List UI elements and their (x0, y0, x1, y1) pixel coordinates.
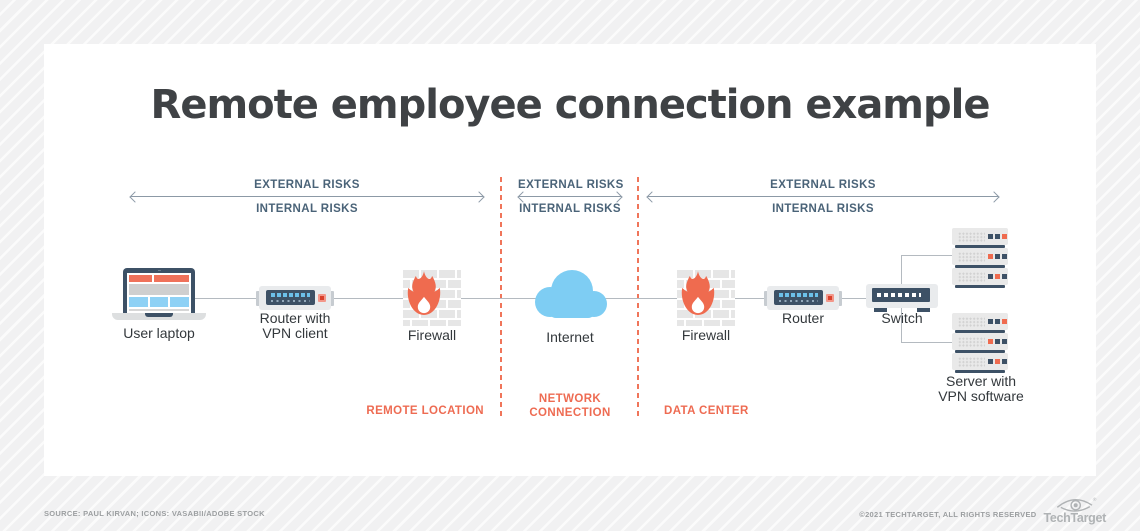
router-icon (764, 286, 842, 312)
content-card (44, 44, 1096, 476)
techtarget-logo: ® TechTarget (1043, 496, 1106, 525)
switch-to-server-line (901, 255, 902, 289)
zone-separator-right (637, 177, 639, 418)
page-title: Remote employee connection example (150, 82, 991, 128)
switch-to-server-line (901, 342, 952, 343)
external-risks-label: EXTERNAL RISKS (518, 179, 624, 191)
user-laptop-icon (112, 268, 206, 322)
switch-to-server-line (901, 255, 952, 256)
external-risks-label: EXTERNAL RISKS (770, 179, 876, 191)
eye-icon: ® (1056, 496, 1096, 512)
risk-band-remote: EXTERNAL RISKS INTERNAL RISKS (130, 179, 484, 215)
brand-wordmark: TechTarget (1043, 511, 1106, 525)
server-vpn-label: Server with VPN software (938, 373, 1024, 404)
user-laptop-label: User laptop (123, 325, 195, 341)
internal-risks-label: INTERNAL RISKS (256, 203, 358, 215)
zone-label-remote-location: REMOTE LOCATION (366, 405, 484, 417)
router-label: Router (781, 310, 825, 326)
router-led (318, 294, 326, 302)
internet-label: Internet (546, 329, 594, 345)
firewall-datacenter-label: Firewall (681, 327, 731, 343)
router-led (826, 294, 834, 302)
risk-band-datacenter: EXTERNAL RISKS INTERNAL RISKS (647, 179, 999, 215)
main-connector-line (160, 298, 900, 299)
router-vpn-icon (256, 286, 334, 312)
router-vpn-label: Router with VPN client (259, 310, 331, 341)
firewall-remote-label: Firewall (407, 327, 457, 343)
firewall-icon (403, 270, 461, 326)
copyright-text: ©2021 TECHTARGET, ALL RIGHTS RESERVED (859, 510, 1037, 519)
server-stack-top (952, 228, 1008, 288)
double-arrow (131, 196, 483, 197)
double-arrow (648, 196, 998, 197)
laptop-screen (123, 268, 195, 315)
server-stack-bottom (952, 313, 1008, 373)
switch-to-server-line (901, 307, 902, 343)
laptop-camera (158, 269, 161, 271)
internet-cloud-icon (528, 266, 612, 320)
internal-risks-label: INTERNAL RISKS (519, 203, 621, 215)
svg-text:®: ® (1092, 496, 1096, 503)
risk-band-network: EXTERNAL RISKS INTERNAL RISKS (518, 179, 624, 215)
internal-risks-label: INTERNAL RISKS (772, 203, 874, 215)
switch-label: Switch (881, 310, 923, 326)
zone-label-network-connection: NETWORK CONNECTION (529, 393, 611, 419)
source-credit: SOURCE: PAUL KIRVAN; ICONS: VASABII/ADOB… (44, 509, 265, 518)
external-risks-label: EXTERNAL RISKS (254, 179, 360, 191)
zone-label-data-center: DATA CENTER (664, 405, 749, 417)
zone-separator-left (500, 177, 502, 418)
flame-icon (681, 271, 715, 315)
double-arrow (519, 196, 621, 197)
switch-icon (866, 284, 938, 312)
firewall-icon (677, 270, 735, 326)
flame-icon (407, 271, 441, 315)
